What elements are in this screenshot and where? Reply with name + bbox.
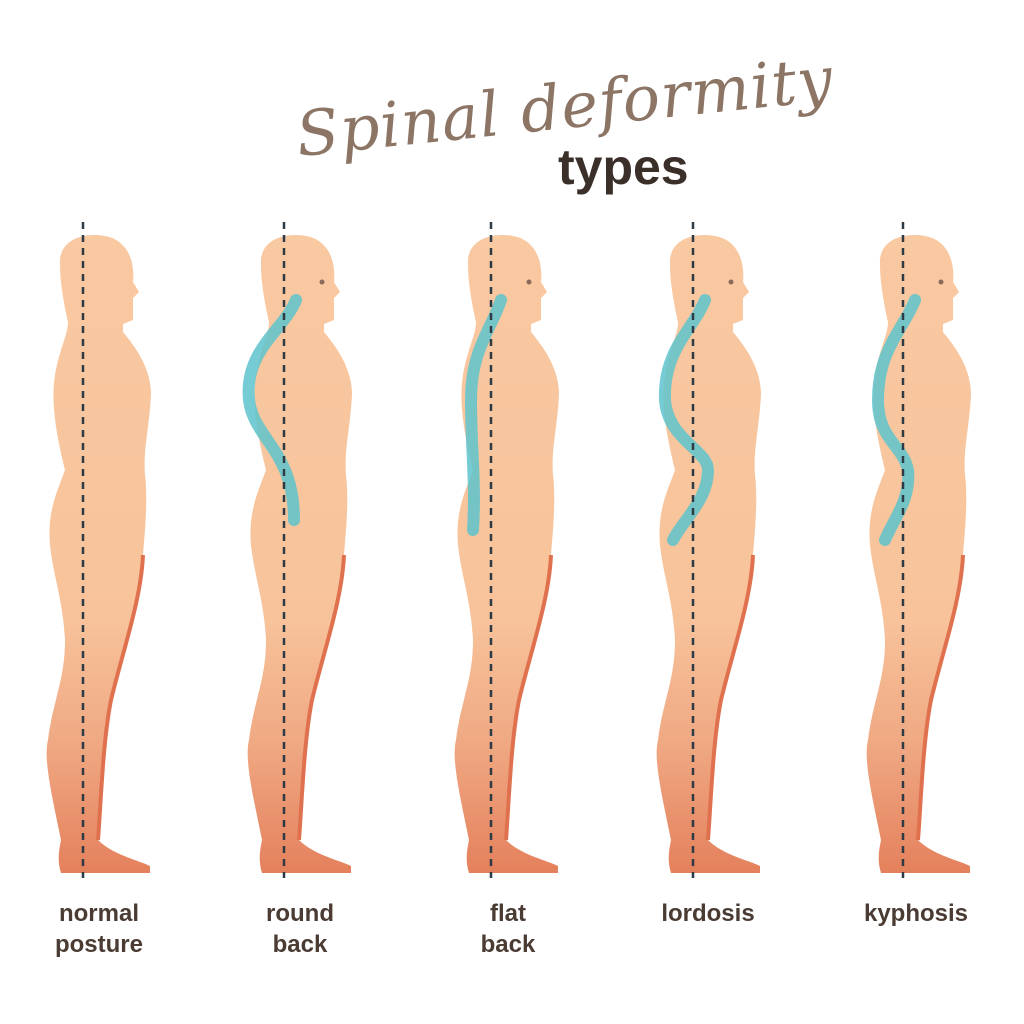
body-silhouette [46,235,151,873]
eye [319,279,325,285]
label-round-back: round back [220,898,380,960]
label-line2: back [272,931,328,958]
body-silhouette [247,235,352,873]
body-silhouette [656,235,761,873]
eye [938,279,944,285]
label-lordosis: lordosis [628,898,788,929]
label-flat-back: flat back [428,898,588,960]
body-silhouette [454,235,559,873]
label-line1: lordosis [661,900,755,927]
label-kyphosis: kyphosis [836,898,996,929]
label-normal-posture: normal posture [19,898,179,960]
label-line1: normal [58,900,139,927]
label-line1: round [266,900,334,927]
figure-flat [454,222,559,878]
label-line1: kyphosis [863,900,969,927]
figure-round [242,222,352,878]
eye [526,279,532,285]
figure-none [46,222,151,878]
spine-curve [658,294,715,546]
label-line2: posture [54,931,143,958]
spine-curve [871,294,921,546]
figure-kyphosis [866,222,971,878]
figure-lordosis [656,222,761,878]
label-line1: flat [490,900,526,927]
eye [728,279,734,285]
spine-curve [464,294,507,536]
body-silhouette [866,235,971,873]
spine-curve [242,294,302,526]
title-main: types [558,139,689,195]
label-line2: back [480,931,536,958]
